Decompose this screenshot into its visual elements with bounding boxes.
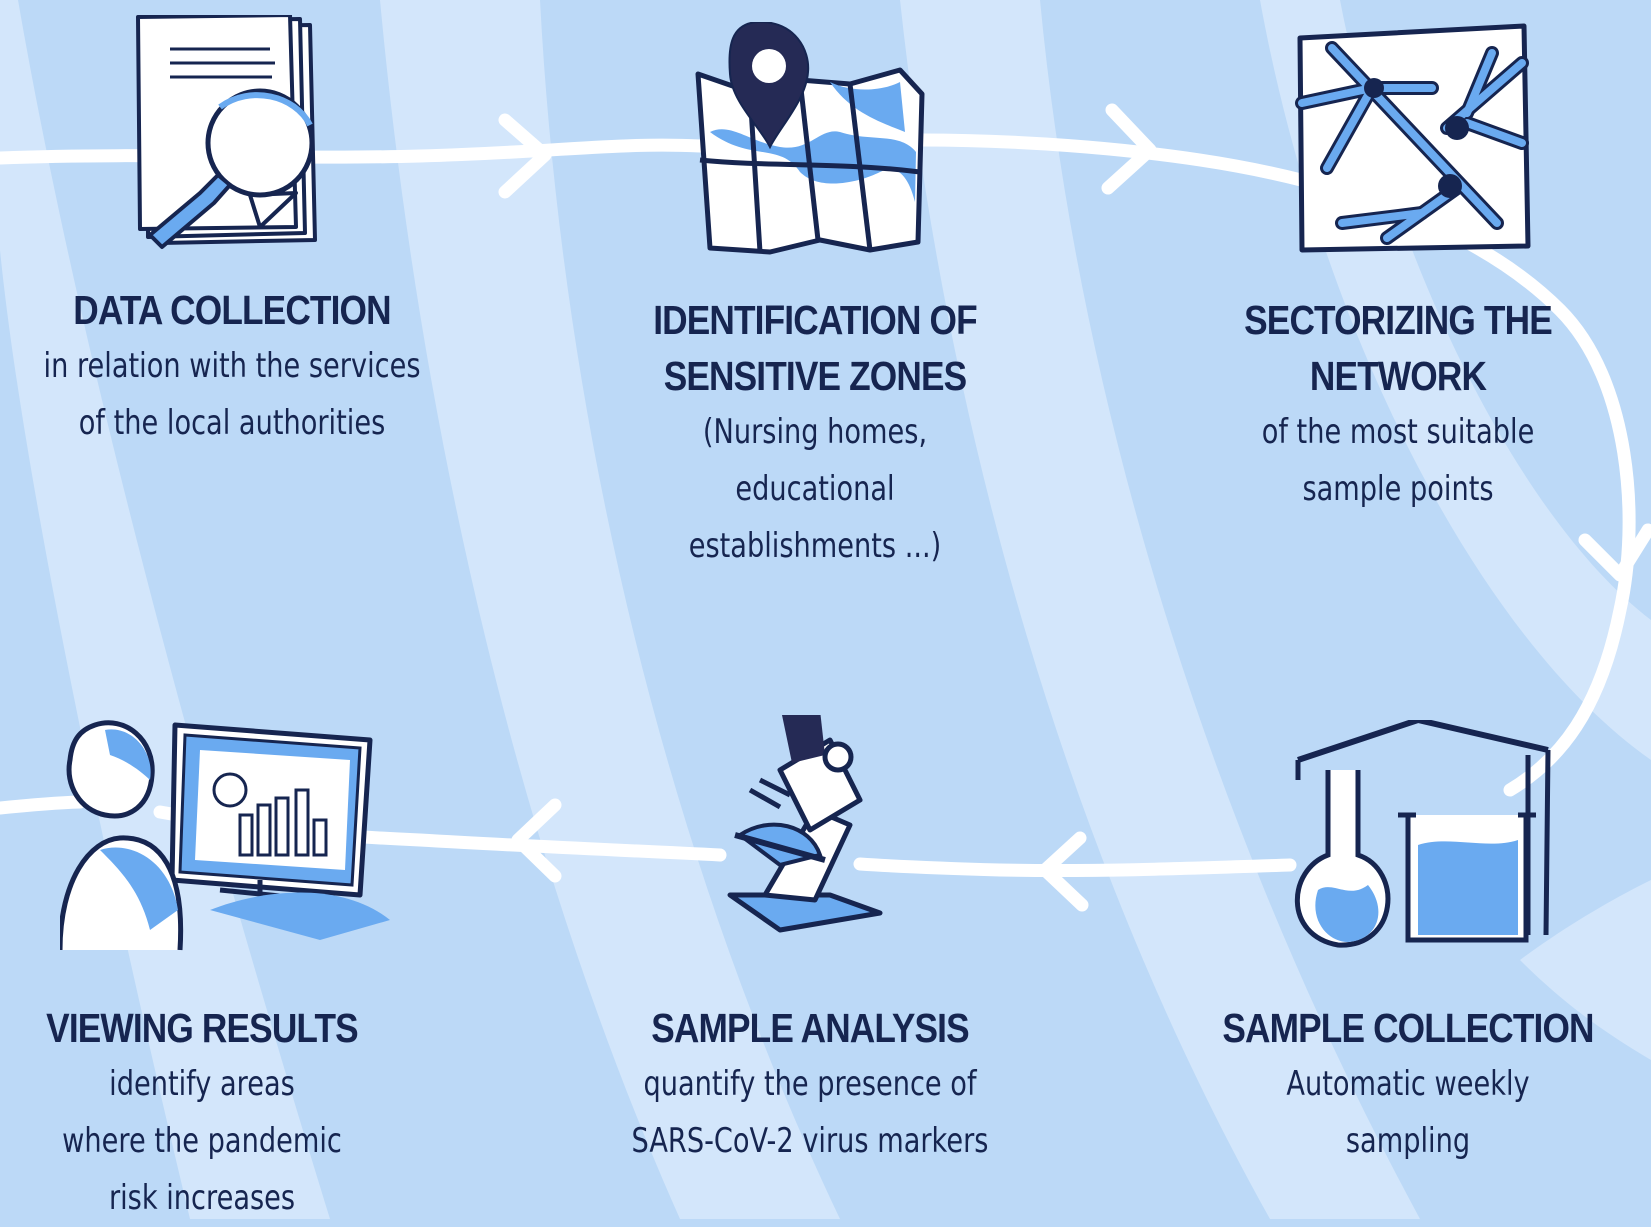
map-pin-icon	[695, 22, 925, 255]
step-data-collection: DATA COLLECTION in relation with the ser…	[0, 282, 472, 452]
arrow-left-icon	[1038, 831, 1089, 912]
step-title: VIEWING RESULTS	[46, 1005, 359, 1051]
step-sensitive-zones: IDENTIFICATION OF SENSITIVE ZONES (Nursi…	[575, 292, 1055, 575]
step-title: DATA COLLECTION	[73, 287, 391, 333]
step-title: IDENTIFICATION OF SENSITIVE ZONES	[653, 297, 977, 399]
step-title: SECTORIZING THE NETWORK	[1244, 297, 1553, 399]
step-description: of the most suitable sample points	[1261, 412, 1535, 509]
step-title: SAMPLE ANALYSIS	[651, 1005, 969, 1051]
step-description: quantify the presence of SARS-CoV-2 viru…	[631, 1064, 989, 1161]
step-description: identify areas where the pandemic risk i…	[62, 1064, 342, 1218]
step-viewing-results: VIEWING RESULTS identify areas where the…	[0, 1000, 442, 1227]
lab-flasks-icon	[1294, 720, 1551, 948]
pipe-network-icon	[1295, 23, 1531, 253]
arrow-left-icon	[511, 798, 562, 883]
step-description: Automatic weekly sampling	[1286, 1064, 1530, 1161]
step-description: (Nursing homes, educational establishmen…	[688, 412, 942, 566]
arrow-down-icon	[1578, 523, 1651, 582]
person-monitor-icon	[60, 720, 390, 951]
step-sectorizing-network: SECTORIZING THE NETWORK of the most suit…	[1158, 292, 1638, 518]
arrow-right-icon	[498, 113, 552, 199]
document-magnifier-icon	[136, 15, 317, 249]
step-sample-analysis: SAMPLE ANALYSIS quantify the presence of…	[570, 1000, 1050, 1170]
microscope-icon	[727, 715, 883, 933]
arrow-right-icon	[1101, 103, 1157, 195]
step-sample-collection: SAMPLE COLLECTION Automatic weekly sampl…	[1168, 1000, 1648, 1170]
step-description: in relation with the services of the loc…	[43, 346, 421, 443]
step-title: SAMPLE COLLECTION	[1222, 1005, 1594, 1051]
